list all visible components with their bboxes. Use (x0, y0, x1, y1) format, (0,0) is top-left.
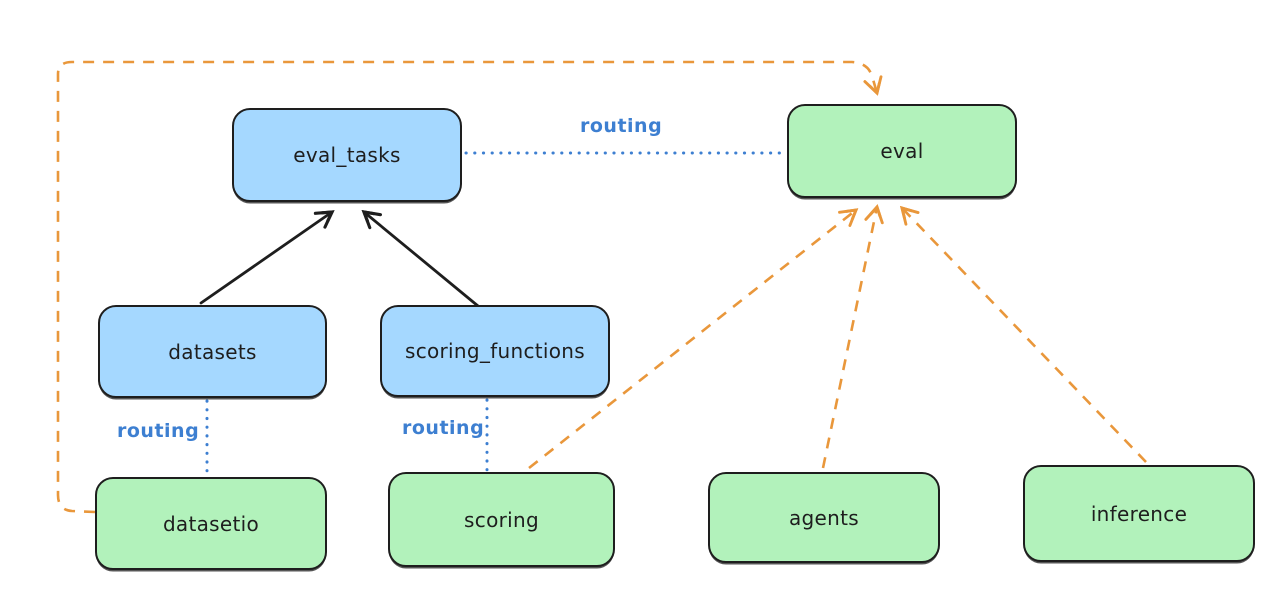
node-inference: inference (1023, 465, 1255, 562)
node-eval-tasks: eval_tasks (232, 108, 462, 202)
node-eval-label: eval (880, 139, 924, 163)
node-scoring: scoring (388, 472, 615, 567)
node-datasetio: datasetio (95, 477, 327, 570)
edge-datasetio-to-eval (56, 60, 883, 514)
node-eval: eval (787, 104, 1017, 198)
node-inference-label: inference (1090, 501, 1188, 526)
edge-label-routing-scoring-functions-scoring: routing (402, 417, 485, 439)
edge-scoring-functions-to-eval-tasks (361, 209, 480, 308)
edge-label-routing-datasets-datasetio: routing (117, 420, 200, 442)
edge-inference-to-eval (899, 205, 1147, 463)
node-scoring-functions: scoring_functions (380, 305, 610, 397)
node-eval-tasks-label: eval_tasks (293, 143, 401, 167)
node-agents: agents (708, 472, 940, 563)
edge-agents-to-eval (821, 204, 884, 469)
node-scoring-label: scoring (464, 507, 539, 532)
node-scoring-functions-label: scoring_functions (404, 339, 586, 363)
edge-label-routing-eval-tasks-eval: routing (580, 115, 663, 137)
node-datasets: datasets (98, 305, 327, 398)
node-datasets-label: datasets (168, 339, 257, 364)
node-datasetio-label: datasetio (162, 511, 260, 536)
node-agents-label: agents (789, 505, 859, 530)
edge-datasets-to-eval-tasks (199, 210, 335, 305)
